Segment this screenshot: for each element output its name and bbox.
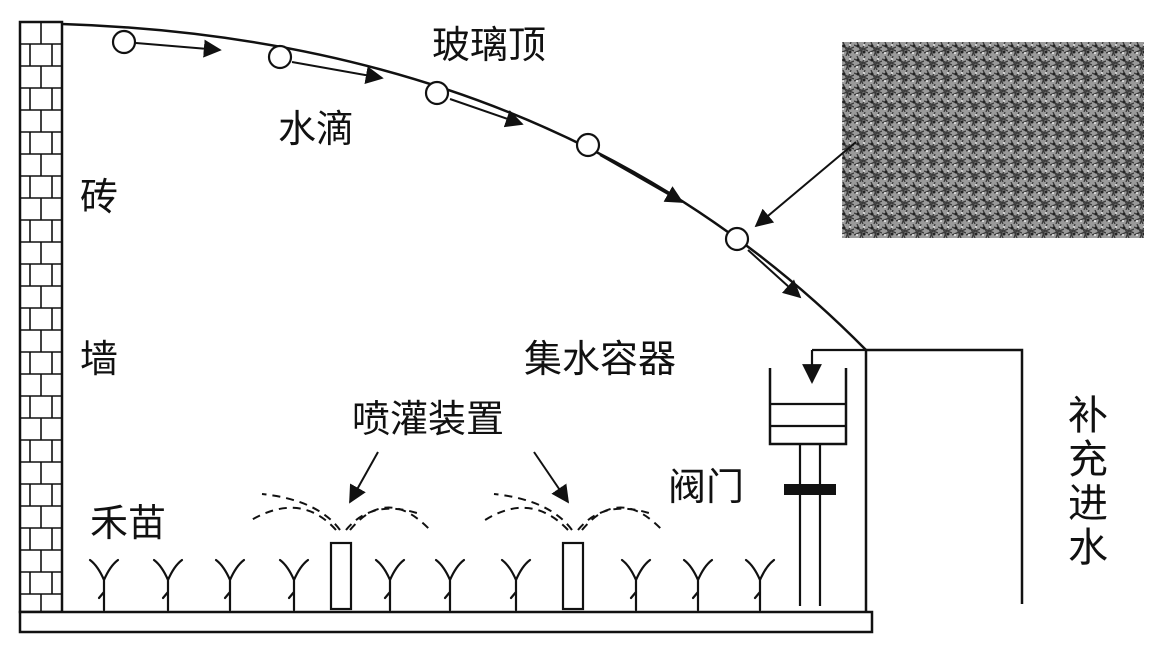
refill-pipe bbox=[866, 348, 1024, 604]
valve-handle bbox=[784, 484, 836, 495]
seedling-plant bbox=[682, 558, 714, 612]
texture-inset bbox=[842, 42, 1144, 238]
sprinkler-right bbox=[481, 451, 665, 611]
seedling-plant bbox=[434, 558, 466, 612]
water-drop bbox=[724, 226, 750, 252]
water-drop bbox=[575, 132, 601, 158]
label-glass-roof: 玻璃顶 bbox=[432, 23, 546, 67]
seedling-plant bbox=[744, 558, 776, 612]
label-valve: 阀门 bbox=[668, 465, 744, 509]
water-drop bbox=[424, 80, 450, 106]
sprinkler-left bbox=[247, 451, 433, 611]
water-drop bbox=[267, 44, 293, 70]
water-drops bbox=[111, 29, 802, 299]
texture-arrow bbox=[754, 141, 857, 228]
seedling-plant bbox=[620, 558, 652, 612]
label-refill: 补充进水 bbox=[1061, 394, 1107, 570]
seedling-plant bbox=[88, 558, 120, 612]
ground-base bbox=[18, 610, 874, 634]
drop-arrow bbox=[135, 39, 222, 58]
seedling-plant bbox=[500, 558, 532, 612]
label-sprinkler: 喷灌装置 bbox=[352, 397, 504, 441]
seedling-plant bbox=[152, 558, 184, 612]
seedling-plant bbox=[278, 558, 310, 612]
drop-arrow bbox=[449, 98, 524, 128]
brick-wall bbox=[18, 20, 64, 614]
glass-roof bbox=[61, 22, 867, 351]
drop-arrow bbox=[747, 249, 802, 299]
label-seedling: 禾苗 bbox=[90, 501, 166, 545]
seedlings bbox=[88, 558, 776, 612]
label-water-drop: 水滴 bbox=[278, 107, 354, 151]
seedling-plant bbox=[214, 558, 246, 612]
water-drop bbox=[111, 29, 137, 55]
seedling-plant bbox=[374, 558, 406, 612]
label-water-container: 集水容器 bbox=[524, 337, 676, 381]
drop-arrow bbox=[291, 61, 384, 85]
water-collector bbox=[768, 348, 866, 606]
label-brick: 砖 bbox=[80, 175, 118, 219]
label-wall: 墙 bbox=[80, 337, 118, 381]
drop-arrow bbox=[599, 154, 684, 203]
